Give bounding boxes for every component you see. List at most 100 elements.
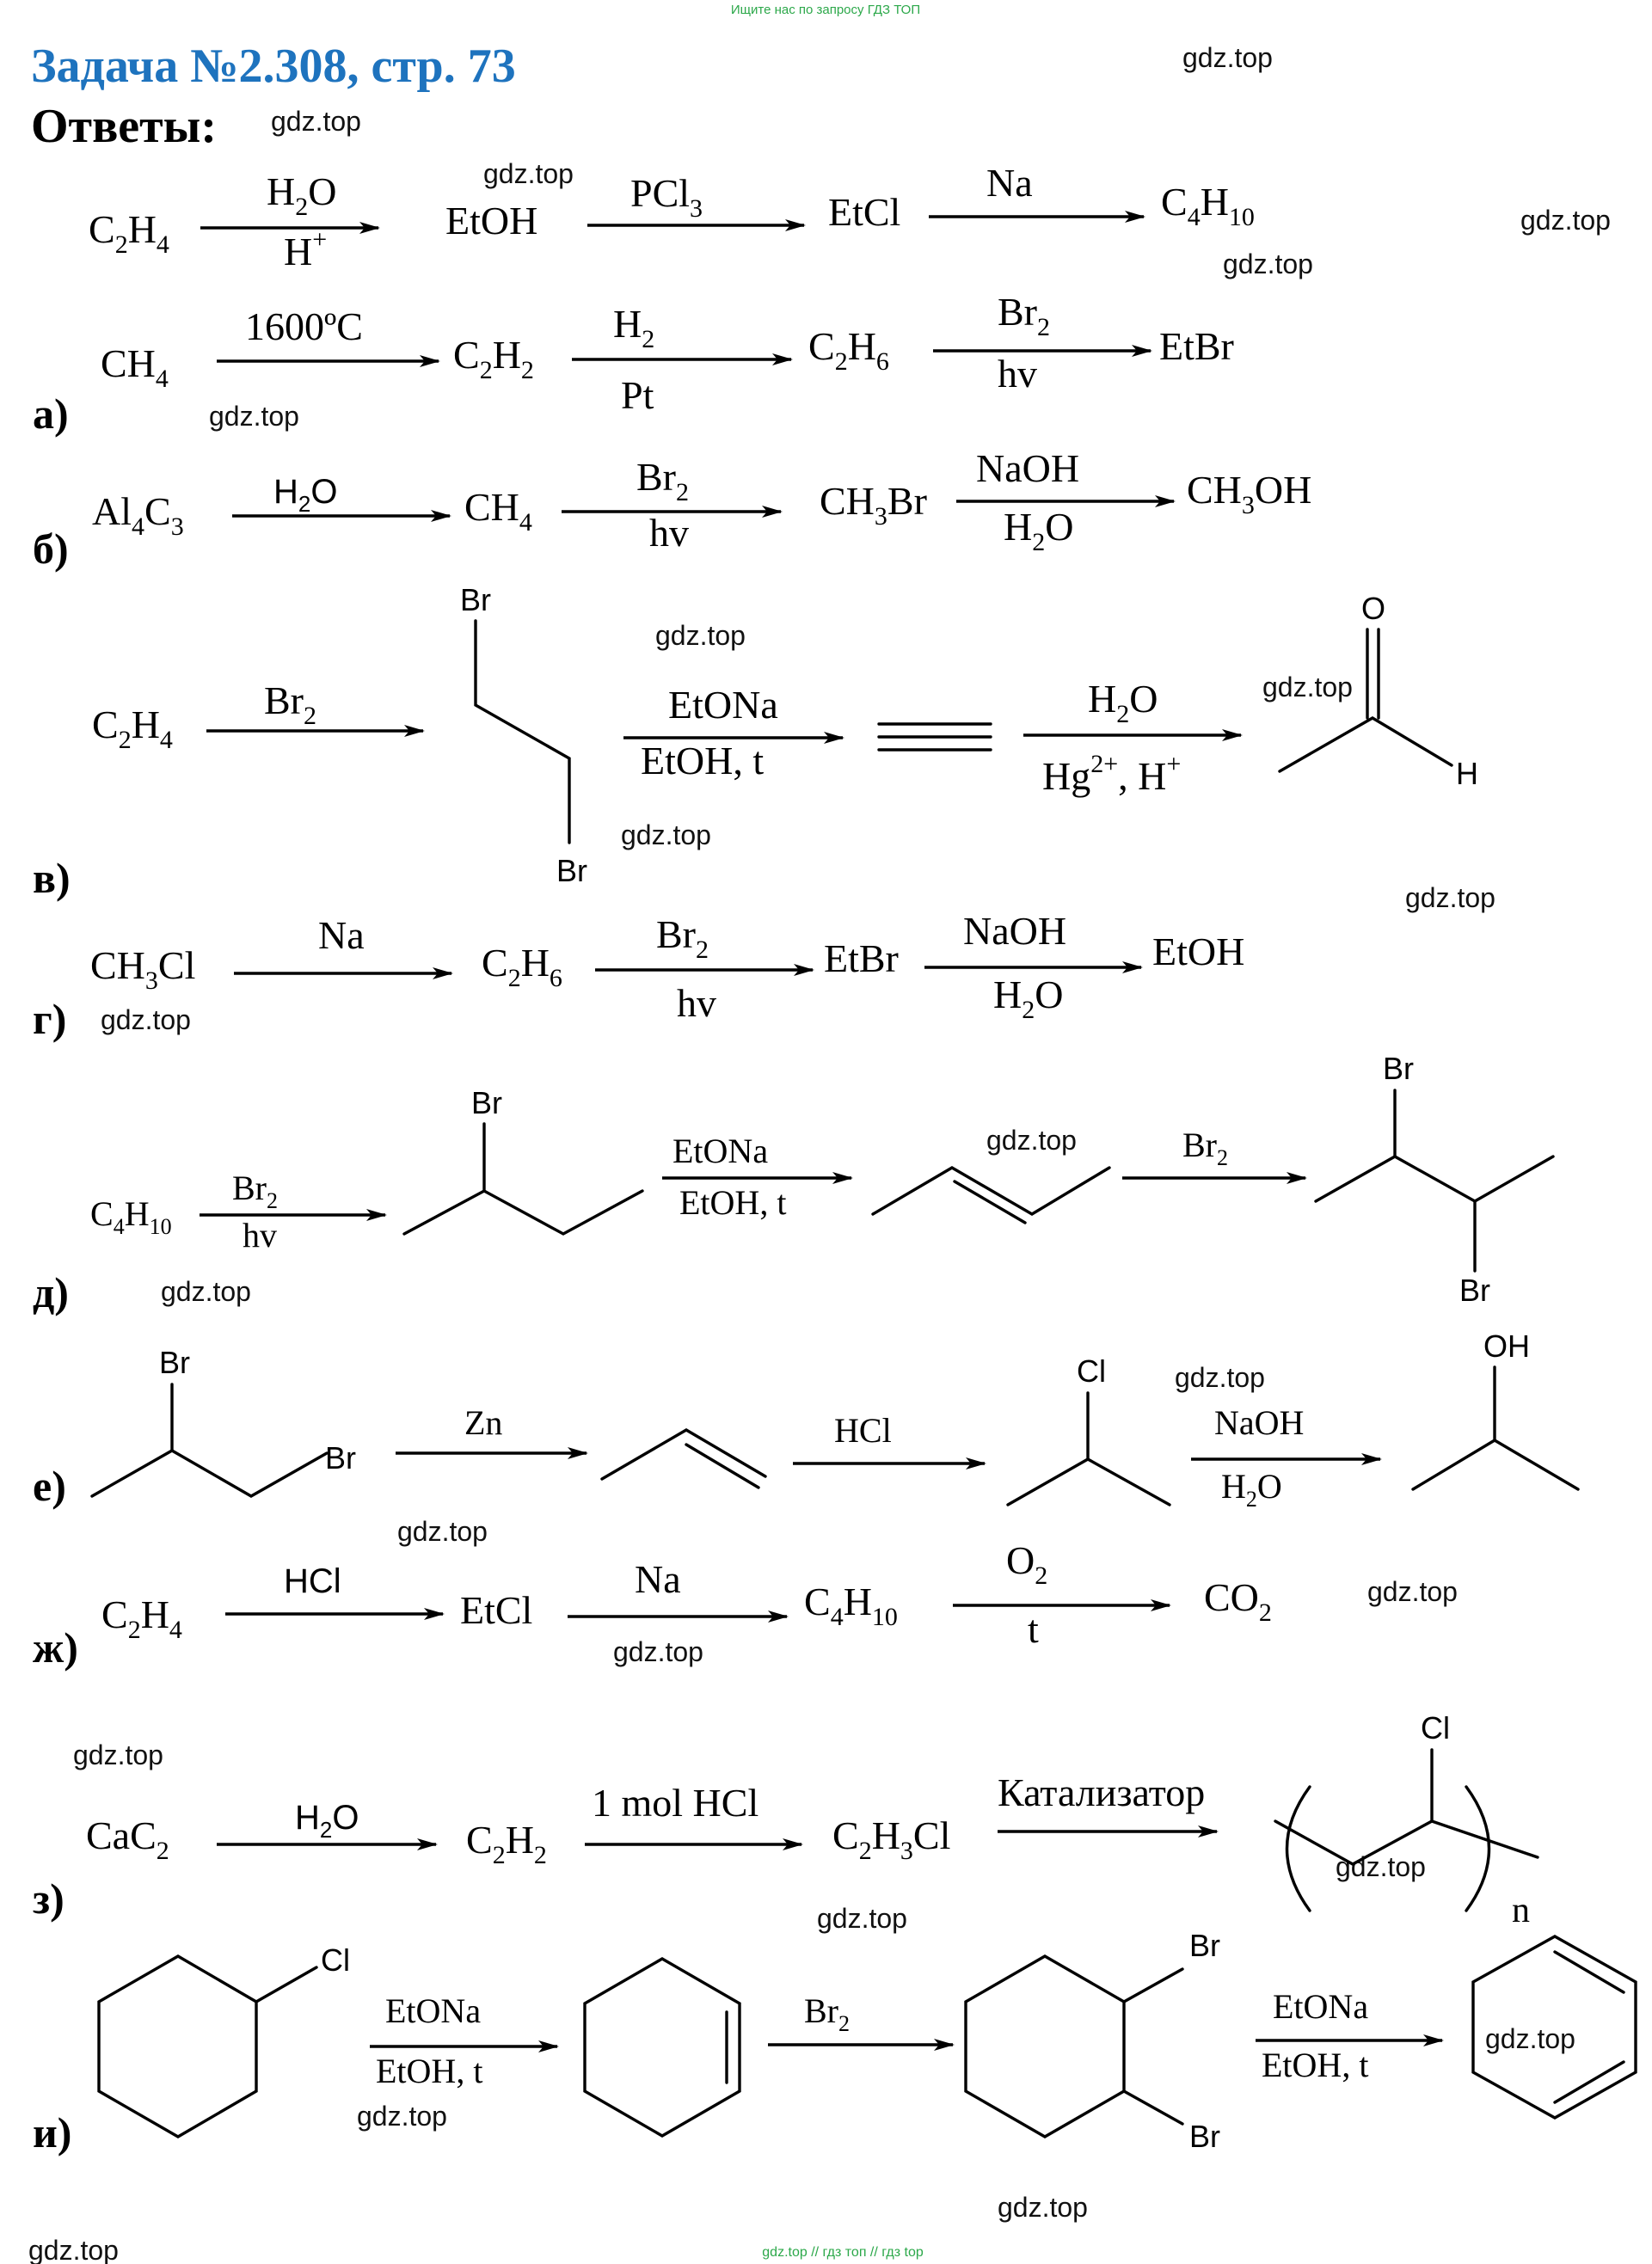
chain-b: Al4C3 б) H2O CH4 Br2 hv CH3Br NaOH H2O C… bbox=[33, 446, 1311, 573]
reagent-top: EtONa bbox=[385, 1991, 481, 2030]
watermarks: gdz.top gdz.top gdz.top gdz.top gdz.top … bbox=[28, 42, 1611, 2264]
reagent-top: Na bbox=[986, 161, 1033, 205]
bottom-banner: gdz.top // гдз топ // гдз top bbox=[762, 2245, 924, 2260]
reagent-bottom: EtOH, t bbox=[376, 2052, 482, 2090]
formula-ch3cl: CH3Cl bbox=[90, 943, 195, 995]
chain-a: CH4 а) 1600ºC C2H2 H2 Pt C2H6 Br2 hv EtB… bbox=[33, 290, 1234, 438]
atom-br: Br bbox=[1383, 1051, 1414, 1086]
watermark: gdz.top bbox=[1175, 1362, 1265, 1393]
butene-structure bbox=[871, 1166, 1111, 1224]
dibromoethane-structure: Br Br bbox=[460, 582, 587, 888]
bromobutane-structure: Br bbox=[402, 1085, 644, 1236]
formula-c2h4: C2H4 bbox=[101, 1592, 182, 1644]
reagent-top: PCl3 bbox=[630, 171, 703, 223]
item-label: г) bbox=[33, 995, 66, 1043]
watermark: gdz.top bbox=[621, 819, 711, 850]
atom-cl: Cl bbox=[1077, 1353, 1106, 1389]
watermark: gdz.top bbox=[397, 1516, 488, 1547]
formula-co2: CO2 bbox=[1204, 1575, 1272, 1627]
atom-oh: OH bbox=[1483, 1328, 1530, 1364]
propanol-structure: OH bbox=[1411, 1328, 1580, 1491]
reagent-top: Br2 bbox=[636, 455, 689, 506]
reagent-bottom: H2O bbox=[1221, 1467, 1282, 1512]
item-label: з) bbox=[33, 1874, 64, 1923]
reagent-top: Br2 bbox=[264, 678, 316, 730]
reagent-bottom: EtOH, t bbox=[641, 739, 764, 782]
chain-intro: C2H4 H2O H+ EtOH PCl3 EtCl Na C4H10 bbox=[89, 161, 1255, 273]
formula-etbr: EtBr bbox=[824, 936, 899, 980]
reagent-top: H2O bbox=[267, 169, 336, 221]
atom-br: Br bbox=[556, 853, 587, 888]
formula-c2h6: C2H6 bbox=[482, 941, 562, 992]
reagent-top: H2O bbox=[295, 1799, 359, 1843]
reagent-bottom: H+ bbox=[284, 225, 327, 273]
atom-cl: Cl bbox=[321, 1942, 350, 1978]
formula-c2h2: C2H2 bbox=[453, 333, 534, 384]
formula-c2h2: C2H2 bbox=[466, 1818, 547, 1869]
chain-v: C2H4 в) Br2 Br Br EtONa EtOH, t H2O Hg2+… bbox=[33, 582, 1478, 902]
watermark: gdz.top bbox=[998, 2192, 1088, 2223]
reagent-top: Катализатор bbox=[998, 1770, 1205, 1814]
item-label: б) bbox=[33, 525, 69, 573]
watermark: gdz.top bbox=[1485, 2023, 1575, 2054]
reagent-bottom: EtOH, t bbox=[679, 1183, 786, 1222]
polymer-n: n bbox=[1512, 1891, 1530, 1930]
reagent-top: Br2 bbox=[1182, 1126, 1228, 1170]
reagent-bottom: H2O bbox=[1004, 505, 1073, 556]
reagent-bottom: hv bbox=[649, 511, 689, 555]
formula-c2h4: C2H4 bbox=[89, 207, 169, 259]
reagent-top: O2 bbox=[1006, 1538, 1047, 1590]
watermark: gdz.top bbox=[161, 1276, 251, 1307]
acetylene-triple-bond bbox=[877, 722, 992, 752]
reagent-bottom: t bbox=[1028, 1607, 1039, 1651]
chain-e: е) Br Br Zn HCl Cl NaOH H2O OH bbox=[33, 1328, 1580, 1512]
item-label: а) bbox=[33, 390, 69, 438]
reagent-bottom: Hg2+, H+ bbox=[1042, 750, 1181, 798]
watermark: gdz.top bbox=[357, 2101, 447, 2132]
watermark: gdz.top bbox=[483, 158, 574, 189]
atom-br: Br bbox=[1459, 1273, 1490, 1308]
dibromopropane-structure: Br Br bbox=[90, 1345, 356, 1498]
reagent-top: EtONa bbox=[668, 683, 778, 727]
reagent-top: NaOH bbox=[1214, 1403, 1304, 1442]
watermark: gdz.top bbox=[271, 106, 361, 137]
watermark: gdz.top bbox=[28, 2235, 119, 2264]
reagent-top: Br2 bbox=[232, 1169, 278, 1213]
reagent-bottom: hv bbox=[243, 1216, 277, 1255]
item-label: е) bbox=[33, 1462, 66, 1510]
reagent-top: H2 bbox=[613, 302, 654, 353]
chain-i: и) Cl EtONa EtOH, t Br2 Br Br EtONa EtOH… bbox=[33, 1928, 1637, 2157]
reagent-top: 1 mol HCl bbox=[592, 1781, 758, 1825]
dibromobutane-structure: Br Br bbox=[1314, 1051, 1555, 1308]
reagent-top: 1600ºC bbox=[245, 304, 363, 348]
dibromocyclohexane-structure: Br Br bbox=[964, 1928, 1220, 2154]
propene-structure bbox=[600, 1428, 767, 1489]
formula-ch4: CH4 bbox=[464, 485, 532, 537]
formula-c2h4: C2H4 bbox=[92, 703, 173, 754]
reagent-bottom: EtOH, t bbox=[1262, 2046, 1368, 2084]
reagent-top: Br2 bbox=[998, 290, 1050, 341]
formula-c4h10: C4H10 bbox=[1161, 180, 1255, 231]
item-label: в) bbox=[33, 854, 71, 902]
formula-ch4: CH4 bbox=[101, 341, 169, 393]
watermark: gdz.top bbox=[1405, 882, 1495, 913]
watermark: gdz.top bbox=[1182, 42, 1273, 73]
reagent-top: EtONa bbox=[672, 1132, 768, 1170]
formula-etcl: EtCl bbox=[460, 1588, 532, 1632]
formula-c4h10: C4H10 bbox=[804, 1580, 898, 1631]
formula-ch3br: CH3Br bbox=[820, 479, 927, 531]
atom-cl: Cl bbox=[1421, 1710, 1450, 1746]
formula-cac2: CaC2 bbox=[86, 1813, 169, 1865]
reagent-top: NaOH bbox=[963, 909, 1066, 953]
formula-c4h10: C4H10 bbox=[90, 1194, 172, 1239]
watermark: gdz.top bbox=[1336, 1851, 1426, 1882]
polyvinyl-chloride-structure: Cl n bbox=[1274, 1710, 1539, 1930]
reagent-top: EtONa bbox=[1273, 1987, 1368, 2026]
chain-d: C4H10 д) Br2 hv Br EtONa EtOH, t Br2 Br … bbox=[33, 1051, 1555, 1316]
cyclohexene-structure bbox=[583, 1957, 741, 2138]
watermark: gdz.top bbox=[1367, 1576, 1458, 1607]
acetaldehyde-structure: O H bbox=[1278, 591, 1478, 791]
watermark: gdz.top bbox=[1223, 248, 1313, 279]
reagent-top: H2O bbox=[273, 473, 337, 517]
